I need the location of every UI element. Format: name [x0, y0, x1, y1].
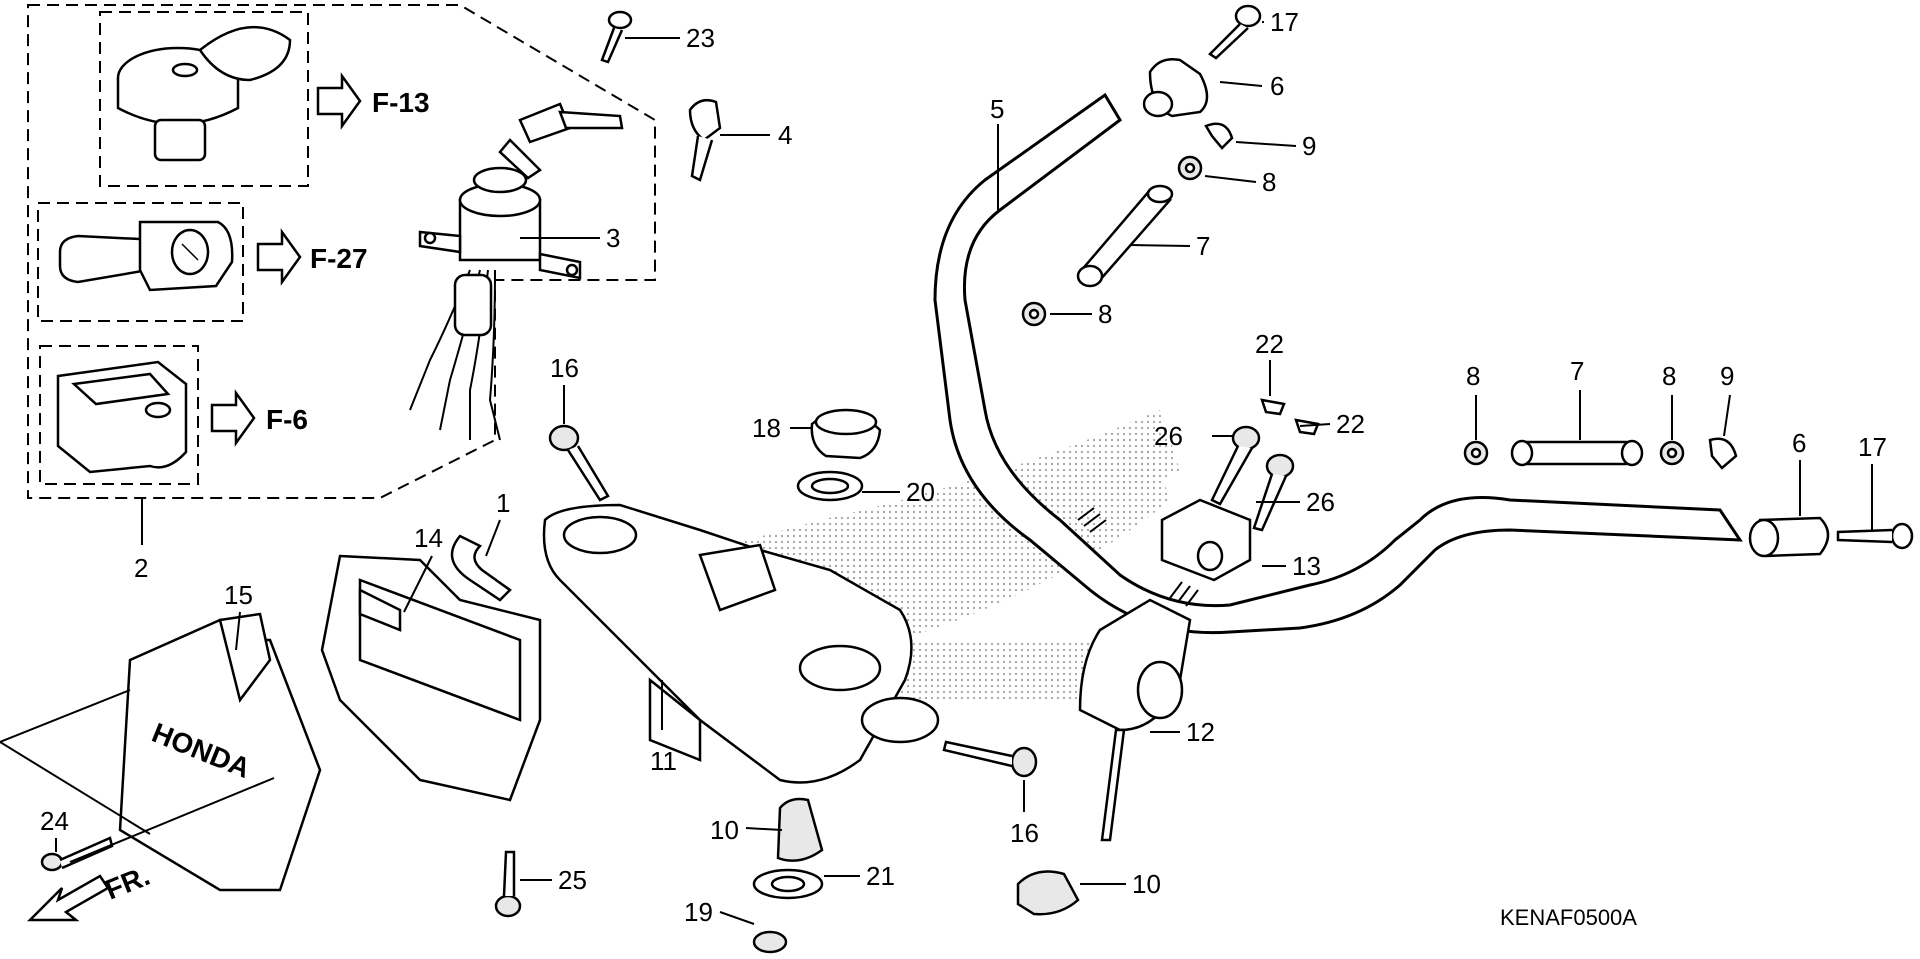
- band-1: [450, 534, 512, 602]
- part-label: 10: [1132, 869, 1161, 899]
- screw-23: [600, 10, 633, 64]
- part-label: 6: [1792, 428, 1806, 458]
- rubber-mount-10-b: [1016, 870, 1080, 916]
- part-label: 1: [496, 488, 510, 518]
- part-label: 25: [558, 865, 587, 895]
- bar-end-weight-right: [1748, 516, 1830, 558]
- bolt-17-right: [1836, 522, 1914, 550]
- lock-cylinder-part: [58, 220, 234, 292]
- part-label: 12: [1186, 717, 1215, 747]
- part-label: 9: [1720, 361, 1734, 391]
- screw-24: [40, 836, 114, 872]
- rubber-mount-10-a: [776, 797, 824, 862]
- nut-19: [752, 930, 788, 954]
- part-label: 22: [1255, 329, 1284, 359]
- part-label: 10: [710, 815, 739, 845]
- part-label: 15: [224, 580, 253, 610]
- weight-shaft-upper: [1076, 184, 1174, 288]
- part-label: 14: [414, 523, 443, 553]
- handlebar-upper-holder: [1160, 498, 1252, 582]
- reference-arrows: [210, 72, 362, 447]
- washer-20: [796, 470, 864, 502]
- part-label: 4: [778, 120, 792, 150]
- front-direction-label: FR.: [101, 860, 154, 906]
- nut-8-b: [1021, 301, 1047, 327]
- bolt-16-upper: [548, 424, 610, 502]
- part-label: 5: [990, 94, 1004, 124]
- part-label: 23: [686, 23, 715, 53]
- part-label: 20: [906, 477, 935, 507]
- part-label: 24: [40, 806, 69, 836]
- nut-8-d: [1659, 440, 1685, 466]
- part-label: 21: [866, 861, 895, 891]
- cap-22-a: [1260, 398, 1286, 416]
- bolt-16-lower: [942, 740, 1038, 778]
- part-label: 6: [1270, 71, 1284, 101]
- figure-ref-f6: F-6: [266, 404, 308, 435]
- bolt-26-a: [1210, 425, 1261, 506]
- part-label: 3: [606, 223, 620, 253]
- figure-ref-f13: F-13: [372, 87, 430, 118]
- part-label: 17: [1270, 7, 1299, 37]
- bolt-17-upper: [1208, 4, 1262, 60]
- part-label: 9: [1302, 131, 1316, 161]
- clip-9-upper: [1204, 122, 1234, 150]
- handlebar: [933, 92, 1743, 635]
- part-label: 7: [1196, 231, 1210, 261]
- figure-ref-f27: F-27: [310, 243, 368, 274]
- cap-22-b: [1294, 418, 1320, 436]
- part-labels: 23 17 6 5 4 9 8 3 7 8 22 8 7 8 9 16 18 2…: [40, 7, 1887, 927]
- leader-lines: [0, 21, 1873, 925]
- weight-shaft-right: [1510, 439, 1644, 467]
- key-part: [688, 99, 722, 182]
- part-label: 11: [650, 746, 677, 776]
- handlebar-knurl-marks: [1077, 507, 1199, 607]
- top-bridge: [542, 503, 940, 784]
- clip-9-right: [1708, 437, 1738, 470]
- part-label: 8: [1662, 361, 1676, 391]
- washer-21: [752, 868, 824, 900]
- figure-references: F-13 F-27 F-6: [266, 87, 430, 435]
- part-label: 8: [1466, 361, 1480, 391]
- part-label: 16: [550, 353, 579, 383]
- part-label: 7: [1570, 356, 1584, 386]
- bar-end-weight-upper: [1142, 58, 1209, 118]
- bolt-25: [494, 850, 522, 918]
- cover-14: [320, 554, 542, 802]
- part-label: 16: [1010, 818, 1039, 848]
- part-label: 8: [1098, 299, 1112, 329]
- part-label: 2: [134, 553, 148, 583]
- switch-housing-part: [56, 360, 188, 474]
- part-label: 19: [684, 897, 713, 927]
- handlebar-lower-holder: [1078, 598, 1192, 842]
- part-label: 26: [1154, 421, 1183, 451]
- nut-8-c: [1463, 440, 1489, 466]
- part-label: 26: [1306, 487, 1335, 517]
- bolt-26-b: [1252, 453, 1295, 532]
- part-label: 13: [1292, 551, 1321, 581]
- cap-18: [810, 408, 882, 460]
- emblem-cover-15: HONDA: [118, 612, 322, 892]
- part-label: 17: [1858, 432, 1887, 462]
- nut-8-a: [1177, 155, 1203, 181]
- part-label: 22: [1336, 409, 1365, 439]
- seat-lock-part: [116, 25, 292, 162]
- part-label: 8: [1262, 167, 1276, 197]
- ignition-switch: [409, 102, 624, 441]
- diagram-code: KENAF0500A: [1500, 905, 1637, 930]
- part-label: 18: [752, 413, 781, 443]
